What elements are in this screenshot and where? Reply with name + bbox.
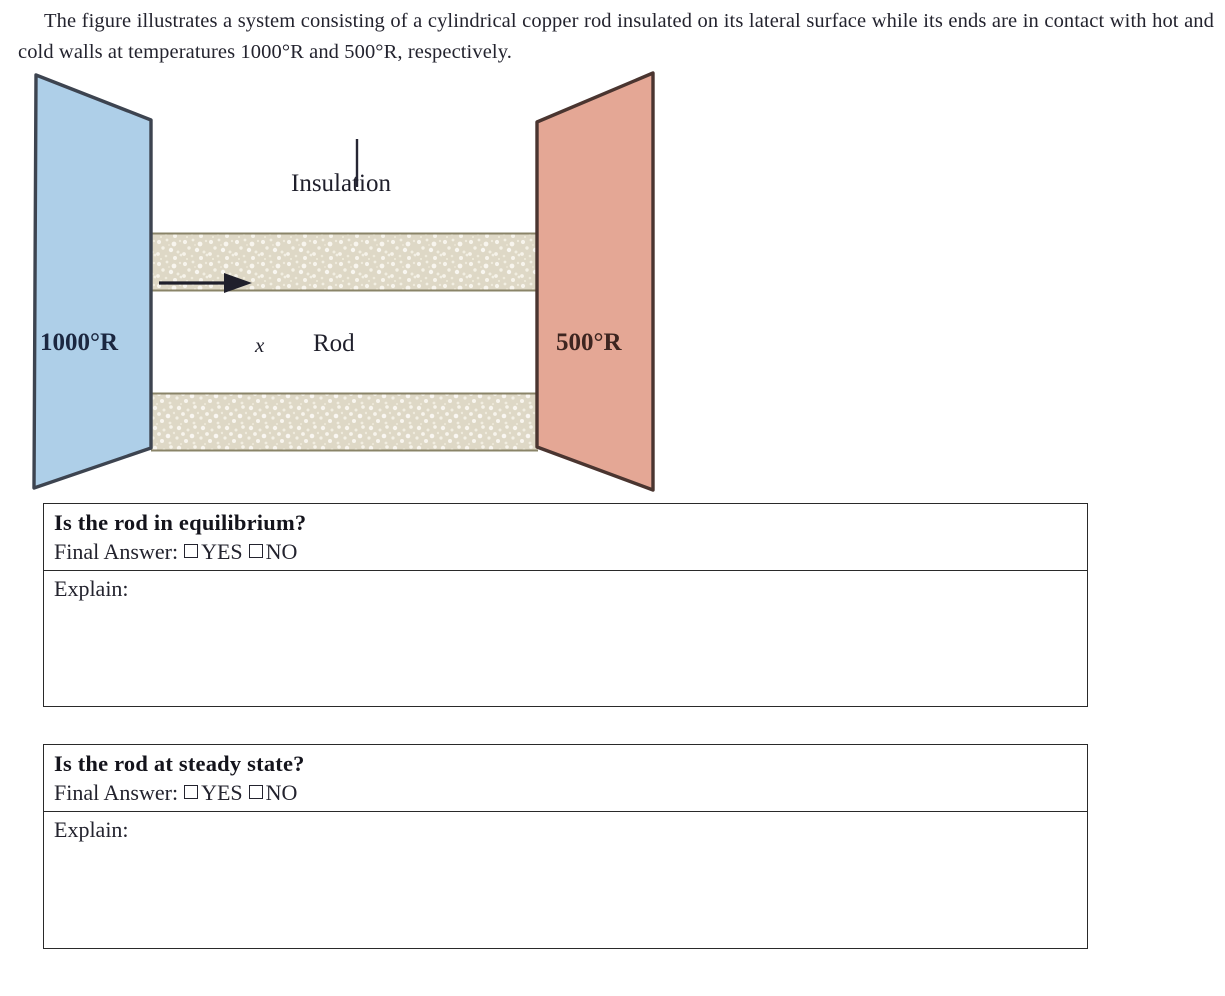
insulation-label: Insulation — [291, 170, 391, 197]
x-direction-arrow — [159, 273, 252, 293]
x-axis-label: x — [255, 333, 265, 357]
insulation-band-bottom — [151, 392, 538, 452]
final-answer-prefix: Final Answer: — [54, 780, 179, 805]
option-label-yes: YES — [201, 780, 243, 805]
explain-label: Explain: — [54, 576, 129, 601]
problem-statement: The figure illustrates a system consisti… — [18, 10, 1214, 63]
insulation-band-top — [151, 232, 538, 292]
question-title: Is the rod in equilibrium? — [54, 510, 307, 535]
final-answer-row: Final Answer: YES NO — [54, 537, 1087, 567]
question-header: Is the rod in equilibrium? Final Answer:… — [44, 504, 1087, 571]
explain-label: Explain: — [54, 817, 129, 842]
cold-wall-temperature-label: 500°R — [556, 329, 622, 356]
hot-wall-temperature-label: 1000°R — [40, 329, 119, 356]
option-label-no: NO — [265, 539, 298, 564]
checkbox-no[interactable] — [248, 544, 263, 558]
option-label-no: NO — [265, 780, 298, 805]
option-label-yes: YES — [201, 539, 243, 564]
hot-wall-shape — [32, 73, 153, 490]
checkbox-yes[interactable] — [184, 785, 199, 799]
question-box-equilibrium: Is the rod in equilibrium? Final Answer:… — [43, 503, 1088, 707]
final-answer-row: Final Answer: YES NO — [54, 778, 1087, 808]
question-box-steady-state: Is the rod at steady state? Final Answer… — [43, 744, 1088, 949]
final-answer-prefix: Final Answer: — [54, 539, 179, 564]
rod-conduction-figure: Insulation 1000°R 500°R x Rod — [0, 62, 700, 502]
explain-area[interactable]: Explain: — [44, 812, 1087, 845]
question-header: Is the rod at steady state? Final Answer… — [44, 745, 1087, 812]
checkbox-no[interactable] — [248, 785, 263, 799]
checkbox-yes[interactable] — [184, 544, 199, 558]
cold-wall-shape — [535, 71, 655, 492]
explain-area[interactable]: Explain: — [44, 571, 1087, 604]
figure-svg — [32, 71, 655, 492]
rod-label: Rod — [313, 330, 355, 357]
question-title: Is the rod at steady state? — [54, 751, 305, 776]
